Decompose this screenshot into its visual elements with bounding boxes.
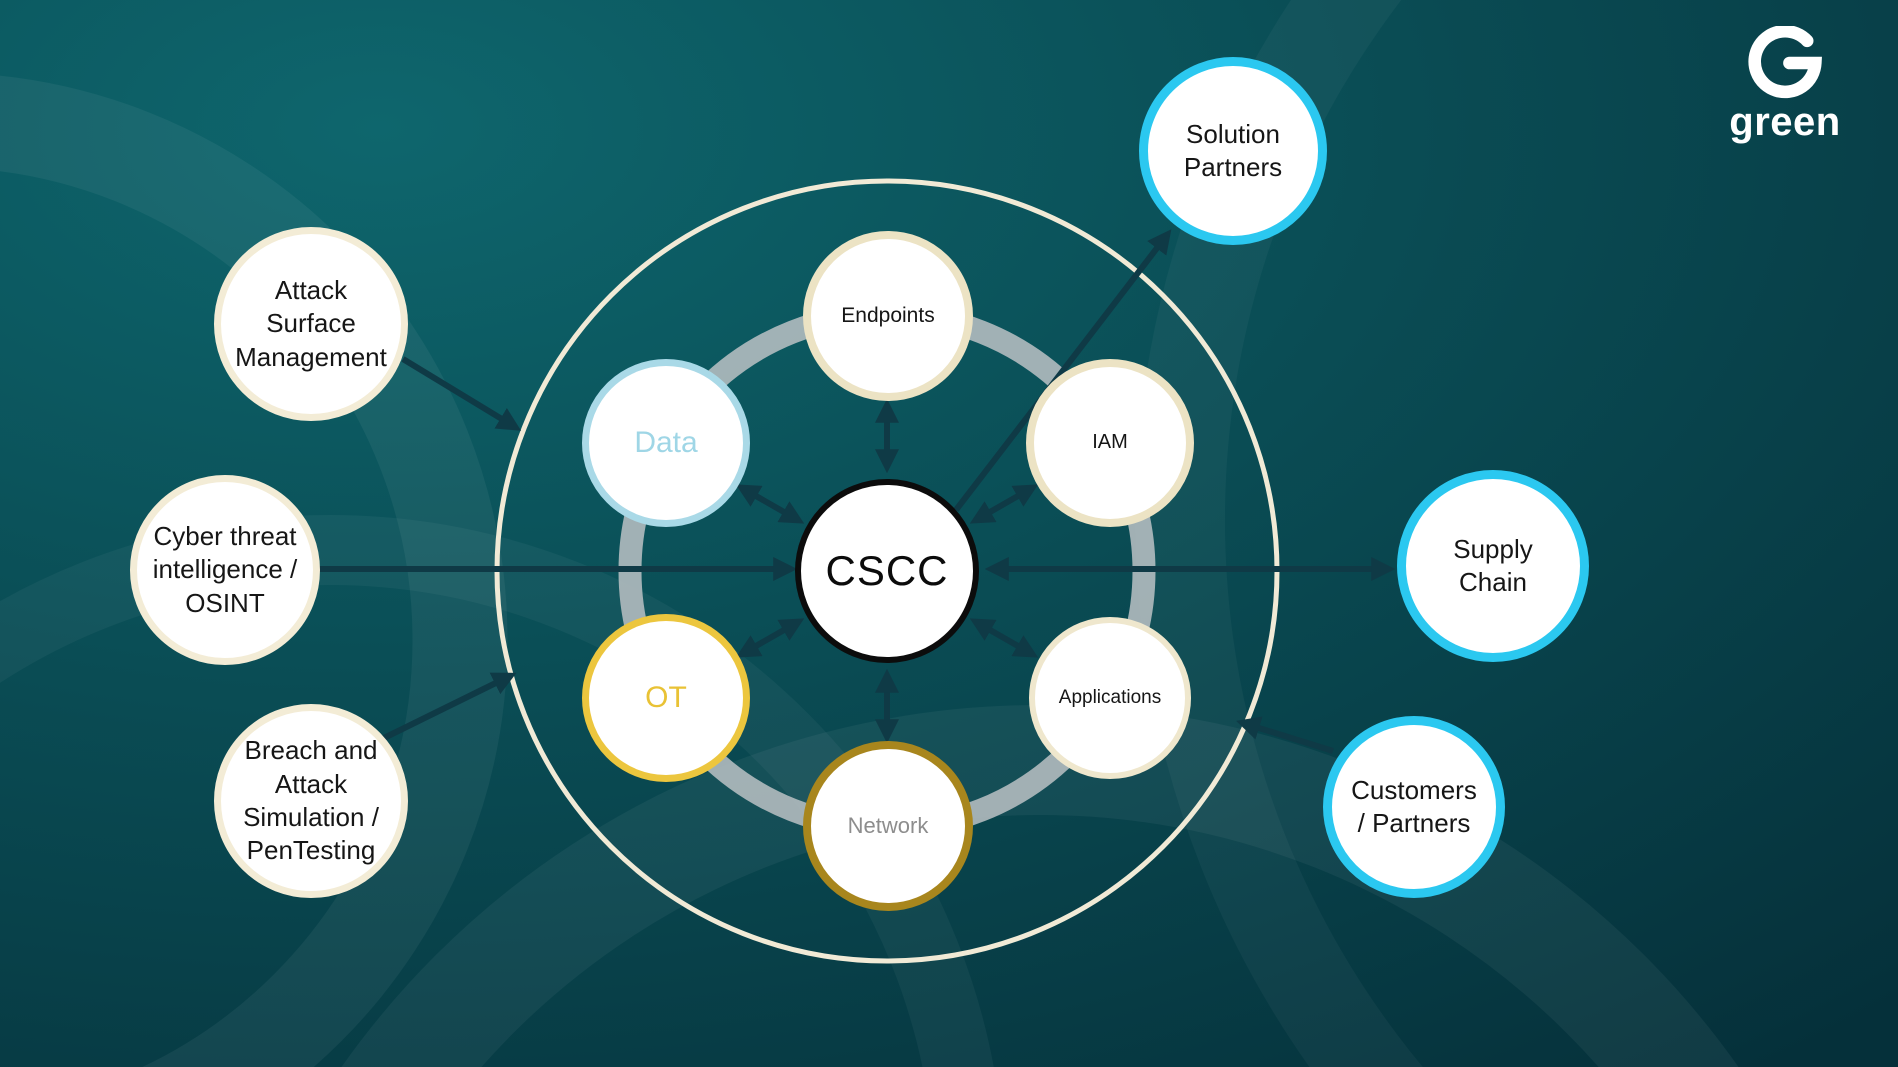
arrow-hub-iam [969,484,1039,524]
arrow-breach-simulation-to-hub [382,672,517,741]
node-cyber-threat-intelligence-osint-label: Cyber threat intelligence / OSINT [152,521,298,618]
arrow-customers-to-hub [1236,716,1334,754]
node-applications-label: Applications [1058,686,1162,708]
background-swoosh-bottom [341,705,1739,1067]
node-cscc-hub: CSCC [795,479,979,663]
node-ot: OT [582,614,750,782]
node-supply-chain: Supply Chain [1397,470,1589,662]
arrow-hub-data [735,484,805,524]
node-iam: IAM [1026,359,1194,527]
node-network: Network [803,741,973,911]
node-applications: Applications [1029,617,1191,779]
arrow-hub-applications [969,618,1039,658]
node-attack-surface-management-label: Attack Surface Management [235,275,387,372]
node-endpoints-label: Endpoints [841,303,935,327]
node-attack-surface-management: Attack Surface Management [214,227,408,421]
node-network-label: Network [847,812,929,838]
g-ring-icon [1748,26,1822,99]
hub-label: CSCC [825,547,949,595]
brand-logo: green [1725,26,1845,142]
node-iam-label: IAM [1092,431,1128,454]
arrow-hub-ot [735,618,805,658]
node-supply-chain-label: Supply Chain [1453,533,1533,597]
node-solution-partners: Solution Partners [1139,57,1327,245]
arrow-attack-surface-to-hub [401,356,522,431]
node-data: Data [582,359,750,527]
node-breach-and-attack-simulation: Breach and Attack Simulation / PenTestin… [214,704,408,898]
node-breach-and-attack-simulation-label: Breach and Attack Simulation / PenTestin… [243,735,379,866]
node-customers-partners: Customers / Partners [1323,716,1505,898]
node-cyber-threat-intelligence-osint: Cyber threat intelligence / OSINT [130,475,320,665]
node-data-label: Data [634,425,698,459]
node-customers-partners-label: Customers / Partners [1351,774,1477,838]
node-endpoints: Endpoints [803,231,973,401]
node-solution-partners-label: Solution Partners [1183,118,1283,182]
node-ot-label: OT [645,680,687,714]
brand-wordmark: green [1729,100,1841,144]
